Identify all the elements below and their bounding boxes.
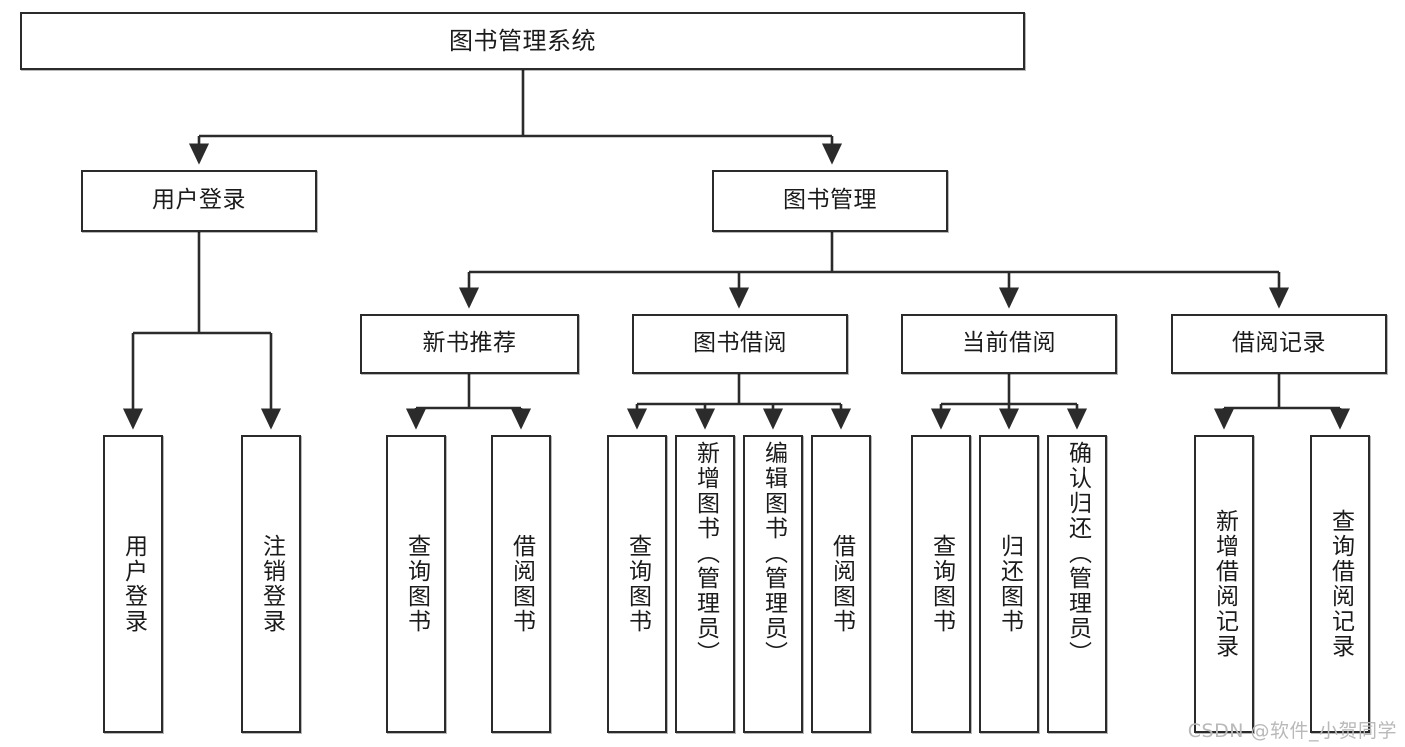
csdn-watermark: CSDN @软件_小贺同学 xyxy=(1187,720,1397,742)
node-label: 图书管理 xyxy=(783,187,877,214)
node-label: 查询借阅记录 xyxy=(1327,509,1354,659)
node-label: 查询图书 xyxy=(624,534,651,634)
node-label: 确认归还（管理员） xyxy=(1064,441,1091,666)
node-label: 新书推荐 xyxy=(422,330,517,357)
node-book-borrow[interactable]: 图书借阅 xyxy=(632,314,848,374)
node-user-login[interactable]: 用户登录 xyxy=(81,170,317,232)
node-leaf-logout[interactable]: 注销登录 xyxy=(241,435,301,733)
node-leaf-confirm-return-admin[interactable]: 确认归还（管理员） xyxy=(1047,435,1107,733)
node-label: 借阅图书 xyxy=(508,534,535,634)
node-leaf-borrow-book[interactable]: 借阅图书 xyxy=(811,435,871,733)
node-leaf-borrow-book-newbook[interactable]: 借阅图书 xyxy=(491,435,551,733)
node-current-borrow[interactable]: 当前借阅 xyxy=(901,314,1117,374)
node-root-book-management-system[interactable]: 图书管理系统 xyxy=(20,12,1025,70)
node-label: 归还图书 xyxy=(996,534,1023,634)
node-leaf-query-borrow-record[interactable]: 查询借阅记录 xyxy=(1310,435,1370,733)
node-label: 查询图书 xyxy=(403,534,430,634)
node-borrow-record[interactable]: 借阅记录 xyxy=(1171,314,1387,374)
node-label: 查询图书 xyxy=(928,534,955,634)
node-label: 注销登录 xyxy=(258,534,285,634)
node-leaf-query-book-current[interactable]: 查询图书 xyxy=(911,435,971,733)
node-leaf-return-book[interactable]: 归还图书 xyxy=(979,435,1039,733)
node-book-management[interactable]: 图书管理 xyxy=(712,170,948,232)
node-label: 用户登录 xyxy=(152,187,246,214)
node-label: 用户登录 xyxy=(120,534,147,634)
node-label: 图书借阅 xyxy=(693,330,787,357)
node-leaf-add-borrow-record[interactable]: 新增借阅记录 xyxy=(1194,435,1254,733)
node-leaf-query-book-newbook[interactable]: 查询图书 xyxy=(386,435,446,733)
node-label: 新增借阅记录 xyxy=(1211,509,1238,659)
node-leaf-edit-book-admin[interactable]: 编辑图书（管理员） xyxy=(743,435,803,733)
node-leaf-query-book-borrow[interactable]: 查询图书 xyxy=(607,435,667,733)
node-label: 借阅图书 xyxy=(828,534,855,634)
node-new-book-recommend[interactable]: 新书推荐 xyxy=(360,314,579,374)
node-label: 编辑图书（管理员） xyxy=(760,441,787,666)
node-label: 新增图书（管理员） xyxy=(692,441,719,666)
node-label: 当前借阅 xyxy=(962,330,1056,357)
node-leaf-user-login[interactable]: 用户登录 xyxy=(103,435,163,733)
node-leaf-add-book-admin[interactable]: 新增图书（管理员） xyxy=(675,435,735,733)
node-label: 借阅记录 xyxy=(1232,330,1326,357)
node-label: 图书管理系统 xyxy=(449,26,596,55)
